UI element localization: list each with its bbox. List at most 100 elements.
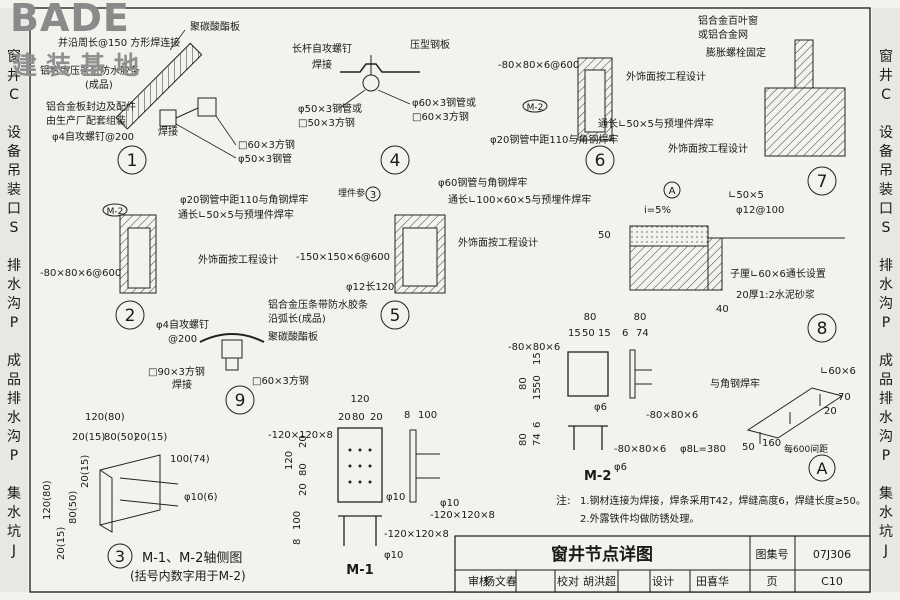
m1-dim-2: 80	[352, 412, 365, 423]
d6-number: 6	[595, 151, 606, 171]
d5-ref: 3	[370, 190, 376, 201]
detail-5: 埋件参 φ60钢管与角钢焊牢 通长∟100×60×5与预埋件焊牢 外饰面按工程设…	[296, 176, 591, 330]
d2-tag: M-2	[107, 207, 124, 217]
m2-dim-11: 80	[518, 433, 529, 446]
d9-label-2: φ4自攻螺钉	[156, 318, 209, 331]
dA-label-4: 160	[762, 438, 781, 449]
d8-label-5: 20厚1:2水泥砂浆	[736, 288, 815, 301]
d9-label-7: □60×3方钢	[252, 374, 309, 387]
m2-dim-7: 80	[518, 377, 529, 390]
m2-label-4: φ6	[614, 462, 627, 473]
m2-dim-9: 50	[532, 375, 543, 388]
d3-dim-3: 20(15)	[134, 432, 167, 443]
d9-number: 9	[235, 391, 246, 411]
d7-label-1: 或铝合金网	[698, 28, 748, 41]
detail-9: 铝合金压条带防水胶条 沿弧长(成品) φ4自攻螺钉 @200 聚碳酸酯板 □90…	[148, 298, 368, 415]
m2-dim-2: 15	[568, 328, 581, 339]
d3-note: (括号内数字用于M-2)	[130, 568, 246, 583]
left-index-text: 窗 井 C 设 备 吊 装 口 S 排 水 沟 P 成 品 排 水 沟 P 集 …	[7, 49, 21, 559]
d8-label-1: φ12@100	[736, 205, 784, 216]
reviewer-name: 杨文春	[484, 574, 517, 588]
m2-dim-10: 15	[532, 387, 543, 400]
d9-label-3: @200	[168, 334, 197, 345]
m1-label-2: φ10	[440, 498, 459, 509]
d1-label-9: φ50×3钢管	[238, 152, 292, 165]
m1-label-0: -120×120×8	[268, 430, 333, 441]
d8-label-3: 50	[598, 230, 611, 241]
d3-dim-9: 20(15)	[80, 455, 91, 488]
dA-label-6: 20	[824, 406, 837, 417]
detail-4: 长杆自攻螺钉 焊接 压型钢板 φ50×3钢管或 □50×3方钢 φ60×3钢管或…	[292, 38, 476, 175]
d8-label-6: 40	[716, 304, 729, 315]
m1-dim-3: 20	[370, 412, 383, 423]
m1-dim-4: 8	[404, 410, 410, 421]
dA-label-3: 50	[742, 442, 755, 453]
d9-label-0: 铝合金压条带防水胶条	[268, 298, 368, 311]
m1-dim-11: 8	[292, 539, 303, 545]
d6-label-0: -80×80×6@600	[498, 60, 579, 71]
right-index-strip: 窗 井 C 设 备 吊 装 口 S 排 水 沟 P 成 品 排 水 沟 P 集 …	[872, 8, 900, 592]
detail-1: 聚碳酸酯板 并沿周长@150 方形焊连接 铝合金压条带防水胶条 (成品) 铝合金…	[40, 20, 295, 175]
detail-2: φ20钢管中距110与角钢焊牢 通长∟50×5与预埋件焊牢 外饰面按工程设计 -…	[40, 193, 308, 330]
note-1: 1.钢材连接为焊接，焊条采用T42，焊缝高度6，焊缝长度≥50。	[580, 494, 866, 507]
m1-dim-8: 80	[298, 463, 309, 476]
d8-ref: A	[669, 186, 676, 197]
dA-label-7: 70	[838, 392, 851, 403]
m2-label-2: -80×80×6	[646, 410, 698, 421]
d8-label-2: i=5%	[644, 205, 671, 216]
d4-label-2: 压型钢板	[410, 38, 450, 51]
d9-label-1: 沿弧长(成品)	[268, 312, 326, 325]
m1-title: M-1	[346, 563, 373, 578]
d3-dim-2: 80(50)	[104, 432, 137, 443]
detail-6: -80×80×6@600 外饰面按工程设计 通长∟50×5与预埋件焊牢 φ20钢…	[490, 57, 714, 175]
detail-3: 120(80) 20(15) 80(50) 20(15) 100(74) φ10…	[42, 412, 246, 583]
m1-dim-1: 20	[338, 412, 351, 423]
d3-dim-8: 80(50)	[68, 491, 79, 524]
d3-dim-1: 20(15)	[72, 432, 105, 443]
design-label: 设计	[652, 575, 674, 588]
m2-dim-6: 74	[636, 328, 649, 339]
d6-label-1: 外饰面按工程设计	[626, 70, 706, 83]
d1-label-2: 铝合金压条带防水胶条	[40, 64, 140, 77]
review-label: 审核	[468, 574, 490, 588]
d1-label-8: □60×3方钢	[238, 138, 295, 151]
d6-label-2: 通长∟50×5与预埋件焊牢	[598, 117, 714, 130]
d3-dim-0: 120(80)	[85, 412, 125, 423]
d5-label-1: φ60钢管与角钢焊牢	[438, 176, 527, 189]
left-index-strip: 窗 井 C 设 备 吊 装 口 S 排 水 沟 P 成 品 排 水 沟 P 集 …	[0, 8, 28, 592]
m2-label-1: φ6	[594, 402, 607, 413]
d2-label-3: -80×80×6@600	[40, 268, 121, 279]
m1-dim-0: 120	[350, 394, 369, 405]
d7-label-3: 外饰面按工程设计	[668, 142, 748, 155]
d6-label-3: φ20钢管中距110与角钢焊牢	[490, 133, 618, 146]
d2-label-2: 外饰面按工程设计	[198, 253, 278, 266]
watermark-brand: BADE	[10, 0, 130, 40]
m1-label-3: -120×120×8	[430, 510, 495, 521]
m1-dim-10: 100	[292, 511, 303, 530]
m2-dim-0: 80	[584, 312, 597, 323]
detail-8: A ∟50×5 φ12@100 i=5% 50 子厘∟60×6通长设置 20厚1…	[598, 181, 845, 343]
d3-dim-7: 20(15)	[56, 527, 67, 560]
d9-label-4: 聚碳酸酯板	[268, 330, 318, 343]
d9-label-6: 焊接	[172, 378, 192, 391]
d8-label-4: 子厘∟60×6通长设置	[730, 268, 826, 280]
d2-label-1: 通长∟50×5与预埋件焊牢	[178, 208, 294, 221]
checker-name: 胡洪超	[583, 574, 616, 588]
page-number: C10	[821, 575, 843, 588]
m2-dim-4: 15	[598, 328, 611, 339]
m2-dim-13: 6	[532, 422, 543, 428]
d9-label-5: □90×3方钢	[148, 365, 205, 378]
dA-label-1: ∟60×6	[820, 366, 856, 377]
d1-label-0: 聚碳酸酯板	[190, 20, 240, 33]
dA-number: A	[817, 459, 828, 478]
watermark-subtitle: 建装基地	[12, 51, 149, 80]
d3-dim-5: φ10(6)	[184, 492, 218, 503]
m2-dim-8: 15	[532, 352, 543, 365]
detail-a: 与角钢焊牢 ∟60×6 φ8L=380 50 160 每600间距 20 70 …	[680, 366, 856, 482]
d4-label-6: □60×3方钢	[412, 110, 469, 123]
m1-label-1: φ10	[386, 492, 405, 503]
d3-dim-6: 120(80)	[42, 480, 53, 520]
d7-number: 7	[817, 172, 828, 192]
d8-label-0: ∟50×5	[728, 190, 764, 201]
d5-number: 5	[390, 306, 401, 326]
